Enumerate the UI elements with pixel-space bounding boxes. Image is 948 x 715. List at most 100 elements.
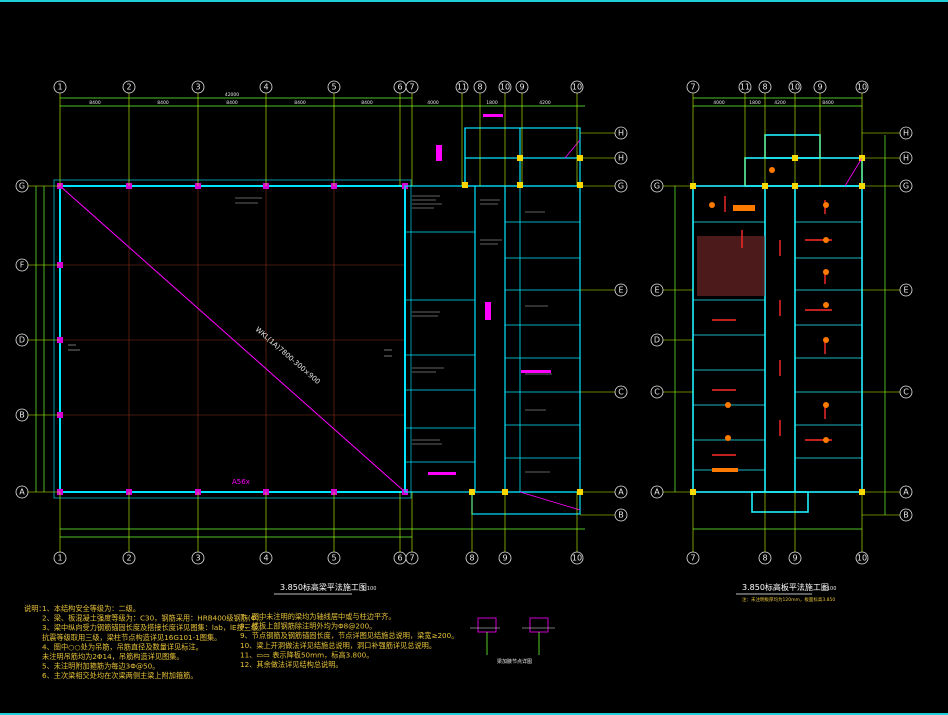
right-top-axis-bubble-label: 10 xyxy=(857,83,867,92)
left-top-axis-bubble-label: 10 xyxy=(500,83,510,92)
left-side-axis-bubble: G xyxy=(15,179,29,193)
left-bottom-axis-bubble-label: 9 xyxy=(502,554,507,563)
right-top-axis-bubble: 9 xyxy=(813,80,827,94)
right-right-axis-bubble: B xyxy=(899,508,913,522)
right-bottom-axis-bubble-label: 8 xyxy=(762,554,767,563)
right-right-axis-bubble: A xyxy=(899,485,913,499)
left-top-axis-bubble-label: 8 xyxy=(477,83,482,92)
right-right-axis-bubble: G xyxy=(899,179,913,193)
left-top-axis-bubble-label: 1 xyxy=(57,83,62,92)
note-line: 1、本结构安全等级为：二级。 xyxy=(42,604,140,613)
left-hall-outer-beam xyxy=(53,179,412,499)
dimension-text: 8400 xyxy=(294,100,306,106)
notes-header: 说明： xyxy=(24,604,46,613)
left-right-axis-bubble-label: B xyxy=(618,511,624,520)
right-right-axis-bubble-label: A xyxy=(903,488,909,497)
note-line: 7、图中未注明的梁均为轴线居中或与柱边平齐。 xyxy=(240,612,396,621)
right-top-axis-bubble-label: 10 xyxy=(790,83,800,92)
left-side-axis-bubble-label: G xyxy=(19,182,25,191)
left-bottom-axis-bubble-label: 1 xyxy=(57,554,62,563)
left-right-axis-bubble-label: C xyxy=(618,388,624,397)
left-side-axis-bubble-label: D xyxy=(19,336,25,345)
left-bottom-axis-bubble-label: 6 xyxy=(397,554,402,563)
right-side-axis-bubble-label: E xyxy=(654,286,659,295)
right-bottom-axis-bubble-label: 10 xyxy=(857,554,867,563)
left-annotation-marks xyxy=(68,195,552,473)
right-room-lines xyxy=(693,221,862,471)
left-bottom-axis-bubble: 2 xyxy=(122,551,136,565)
right-right-axis-bubble: C xyxy=(899,385,913,399)
notes-column-2: 7、图中未注明的梁均为轴线居中或与柱边平齐。8、楼板上部钢筋除注明外均为Φ8@2… xyxy=(240,612,458,669)
diagonal-beam-label: WKL(1A)7800-300×900 xyxy=(254,325,322,386)
left-hall-gridlines xyxy=(60,186,405,492)
right-dimension-lines xyxy=(674,97,886,530)
left-side-axis-bubble: B xyxy=(15,408,29,422)
left-bottom-axis-bubble-label: 10 xyxy=(572,554,582,563)
right-plan-subtitle: 注：未注明板厚均为120mm，板面标高3.850 xyxy=(742,596,835,603)
left-bottom-axis-bubble: 8 xyxy=(465,551,479,565)
right-top-axis-bubble-label: 7 xyxy=(690,83,695,92)
note-line: 5、未注明附加箍筋为每边3Φ@50。 xyxy=(42,662,159,671)
left-top-axis-bubble: 1 xyxy=(53,80,67,94)
right-right-axis-bubble-label: E xyxy=(903,286,908,295)
note-line: 6、主次梁相交处均在次梁两侧主梁上附加箍筋。 xyxy=(42,671,198,680)
left-top-axis-bubble-label: 4 xyxy=(263,83,268,92)
left-right-axis-bubble-label: E xyxy=(618,286,623,295)
left-top-axis-bubble: 8 xyxy=(473,80,487,94)
left-top-axis-bubble-label: 11 xyxy=(457,83,467,92)
axis-a-beam-label: A56x xyxy=(232,478,250,486)
left-top-axis-bubble-label: 3 xyxy=(195,83,200,92)
left-right-axis-bubble: E xyxy=(614,283,628,297)
left-top-dimension-lines xyxy=(35,97,585,538)
right-bottom-axis-bubble-label: 9 xyxy=(792,554,797,563)
left-top-axis-bubble: 6 xyxy=(393,80,407,94)
left-plan-title: 3.850标高梁平法施工图 xyxy=(280,582,367,592)
right-top-axis-bubble-label: 9 xyxy=(817,83,822,92)
left-top-axis-bubble-label: 7 xyxy=(409,83,414,92)
right-top-axis-bubble-label: 11 xyxy=(740,83,750,92)
left-top-axis-bubble: 10 xyxy=(570,80,584,94)
right-orange-markers xyxy=(709,167,829,472)
note-line: 3、梁中纵向受力钢筋锚固长度及搭接长度详见图集：lab，lE按三级。 xyxy=(42,623,265,632)
haunch-detail: 梁加腋节点详图 xyxy=(470,617,555,665)
notes-column-1: 1、本结构安全等级为：二级。2、梁、板混凝土强度等级为：C30，钢筋采用：HRB… xyxy=(42,604,266,680)
left-top-axis-bubble-label: 2 xyxy=(126,83,131,92)
left-top-axis-bubble: 5 xyxy=(327,80,341,94)
right-side-axis-bubble: A xyxy=(650,485,664,499)
left-top-axis-bubble-label: 5 xyxy=(331,83,336,92)
left-top-axis-bubble: 4 xyxy=(259,80,273,94)
left-top-axis-bubble-label: 6 xyxy=(397,83,402,92)
right-right-axis-bubble: H xyxy=(899,151,913,165)
left-top-axis-bubble: 2 xyxy=(122,80,136,94)
left-side-axis-bubble: D xyxy=(15,333,29,347)
right-side-axis-bubble-label: D xyxy=(654,336,660,345)
left-bottom-axis-bubble-label: 7 xyxy=(409,554,414,563)
right-top-axis-bubble: 10 xyxy=(788,80,802,94)
left-service-block xyxy=(404,127,581,515)
right-top-axis-bubble: 10 xyxy=(855,80,869,94)
note-line: 12、其余做法详见结构总说明。 xyxy=(240,660,343,669)
left-top-axis-bubble-label: 9 xyxy=(519,83,524,92)
note-line: 未注明吊筋均为2Φ14，吊筋构造详见图集。 xyxy=(42,652,184,661)
dimension-text: 4200 xyxy=(774,100,786,106)
dimension-text: 4000 xyxy=(427,100,439,106)
left-bottom-axis-bubble: 10 xyxy=(570,551,584,565)
note-line: 4、图中○○处为吊筋，吊筋直径及数量详见标注。 xyxy=(42,642,203,651)
right-bottom-axis-bubble: 7 xyxy=(686,551,700,565)
right-right-axis-bubble-label: B xyxy=(903,511,909,520)
left-bottom-axis-bubble: 9 xyxy=(498,551,512,565)
service-diagonal-bottom xyxy=(519,491,581,511)
right-right-axis-bubble: H xyxy=(899,126,913,140)
left-right-axis-bubble: H xyxy=(614,151,628,165)
left-side-axis-bubble: F xyxy=(15,258,29,272)
dimension-text: 8400 xyxy=(226,100,238,106)
left-right-axis-bubble: B xyxy=(614,508,628,522)
dimension-text: 4000 xyxy=(713,100,725,106)
left-top-axis-bubble: 7 xyxy=(405,80,419,94)
left-top-axis-bubble: 9 xyxy=(515,80,529,94)
right-top-axis-bubble: 7 xyxy=(686,80,700,94)
left-top-axis-bubble: 3 xyxy=(191,80,205,94)
